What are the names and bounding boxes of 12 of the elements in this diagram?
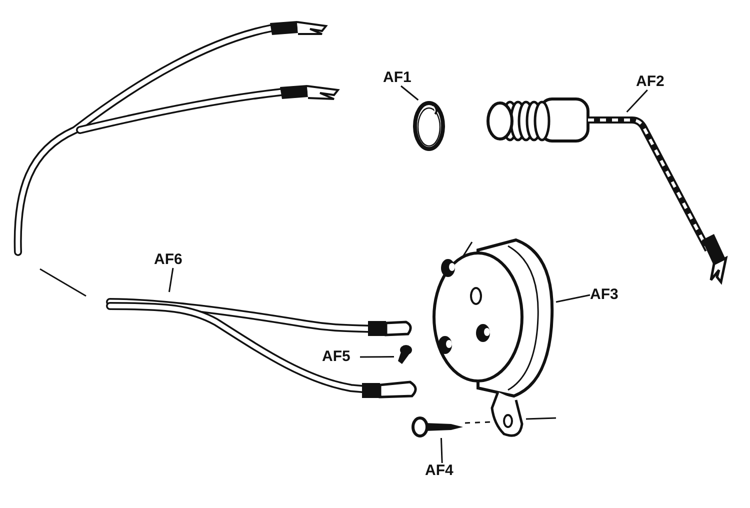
leader-line (440, 438, 443, 464)
callout-label: AF6 (154, 252, 192, 268)
callout-label: AF4 (425, 463, 463, 479)
leader-line (168, 268, 174, 292)
callout-label: AF3 (590, 287, 628, 303)
leader-line (360, 356, 394, 358)
callout-label: AF5 (322, 349, 360, 365)
callout-label: AF2 (636, 74, 674, 90)
leader-line (626, 89, 648, 113)
leader-line (556, 294, 590, 303)
callout-label: AF1 (383, 70, 419, 86)
leader-line (400, 85, 419, 101)
